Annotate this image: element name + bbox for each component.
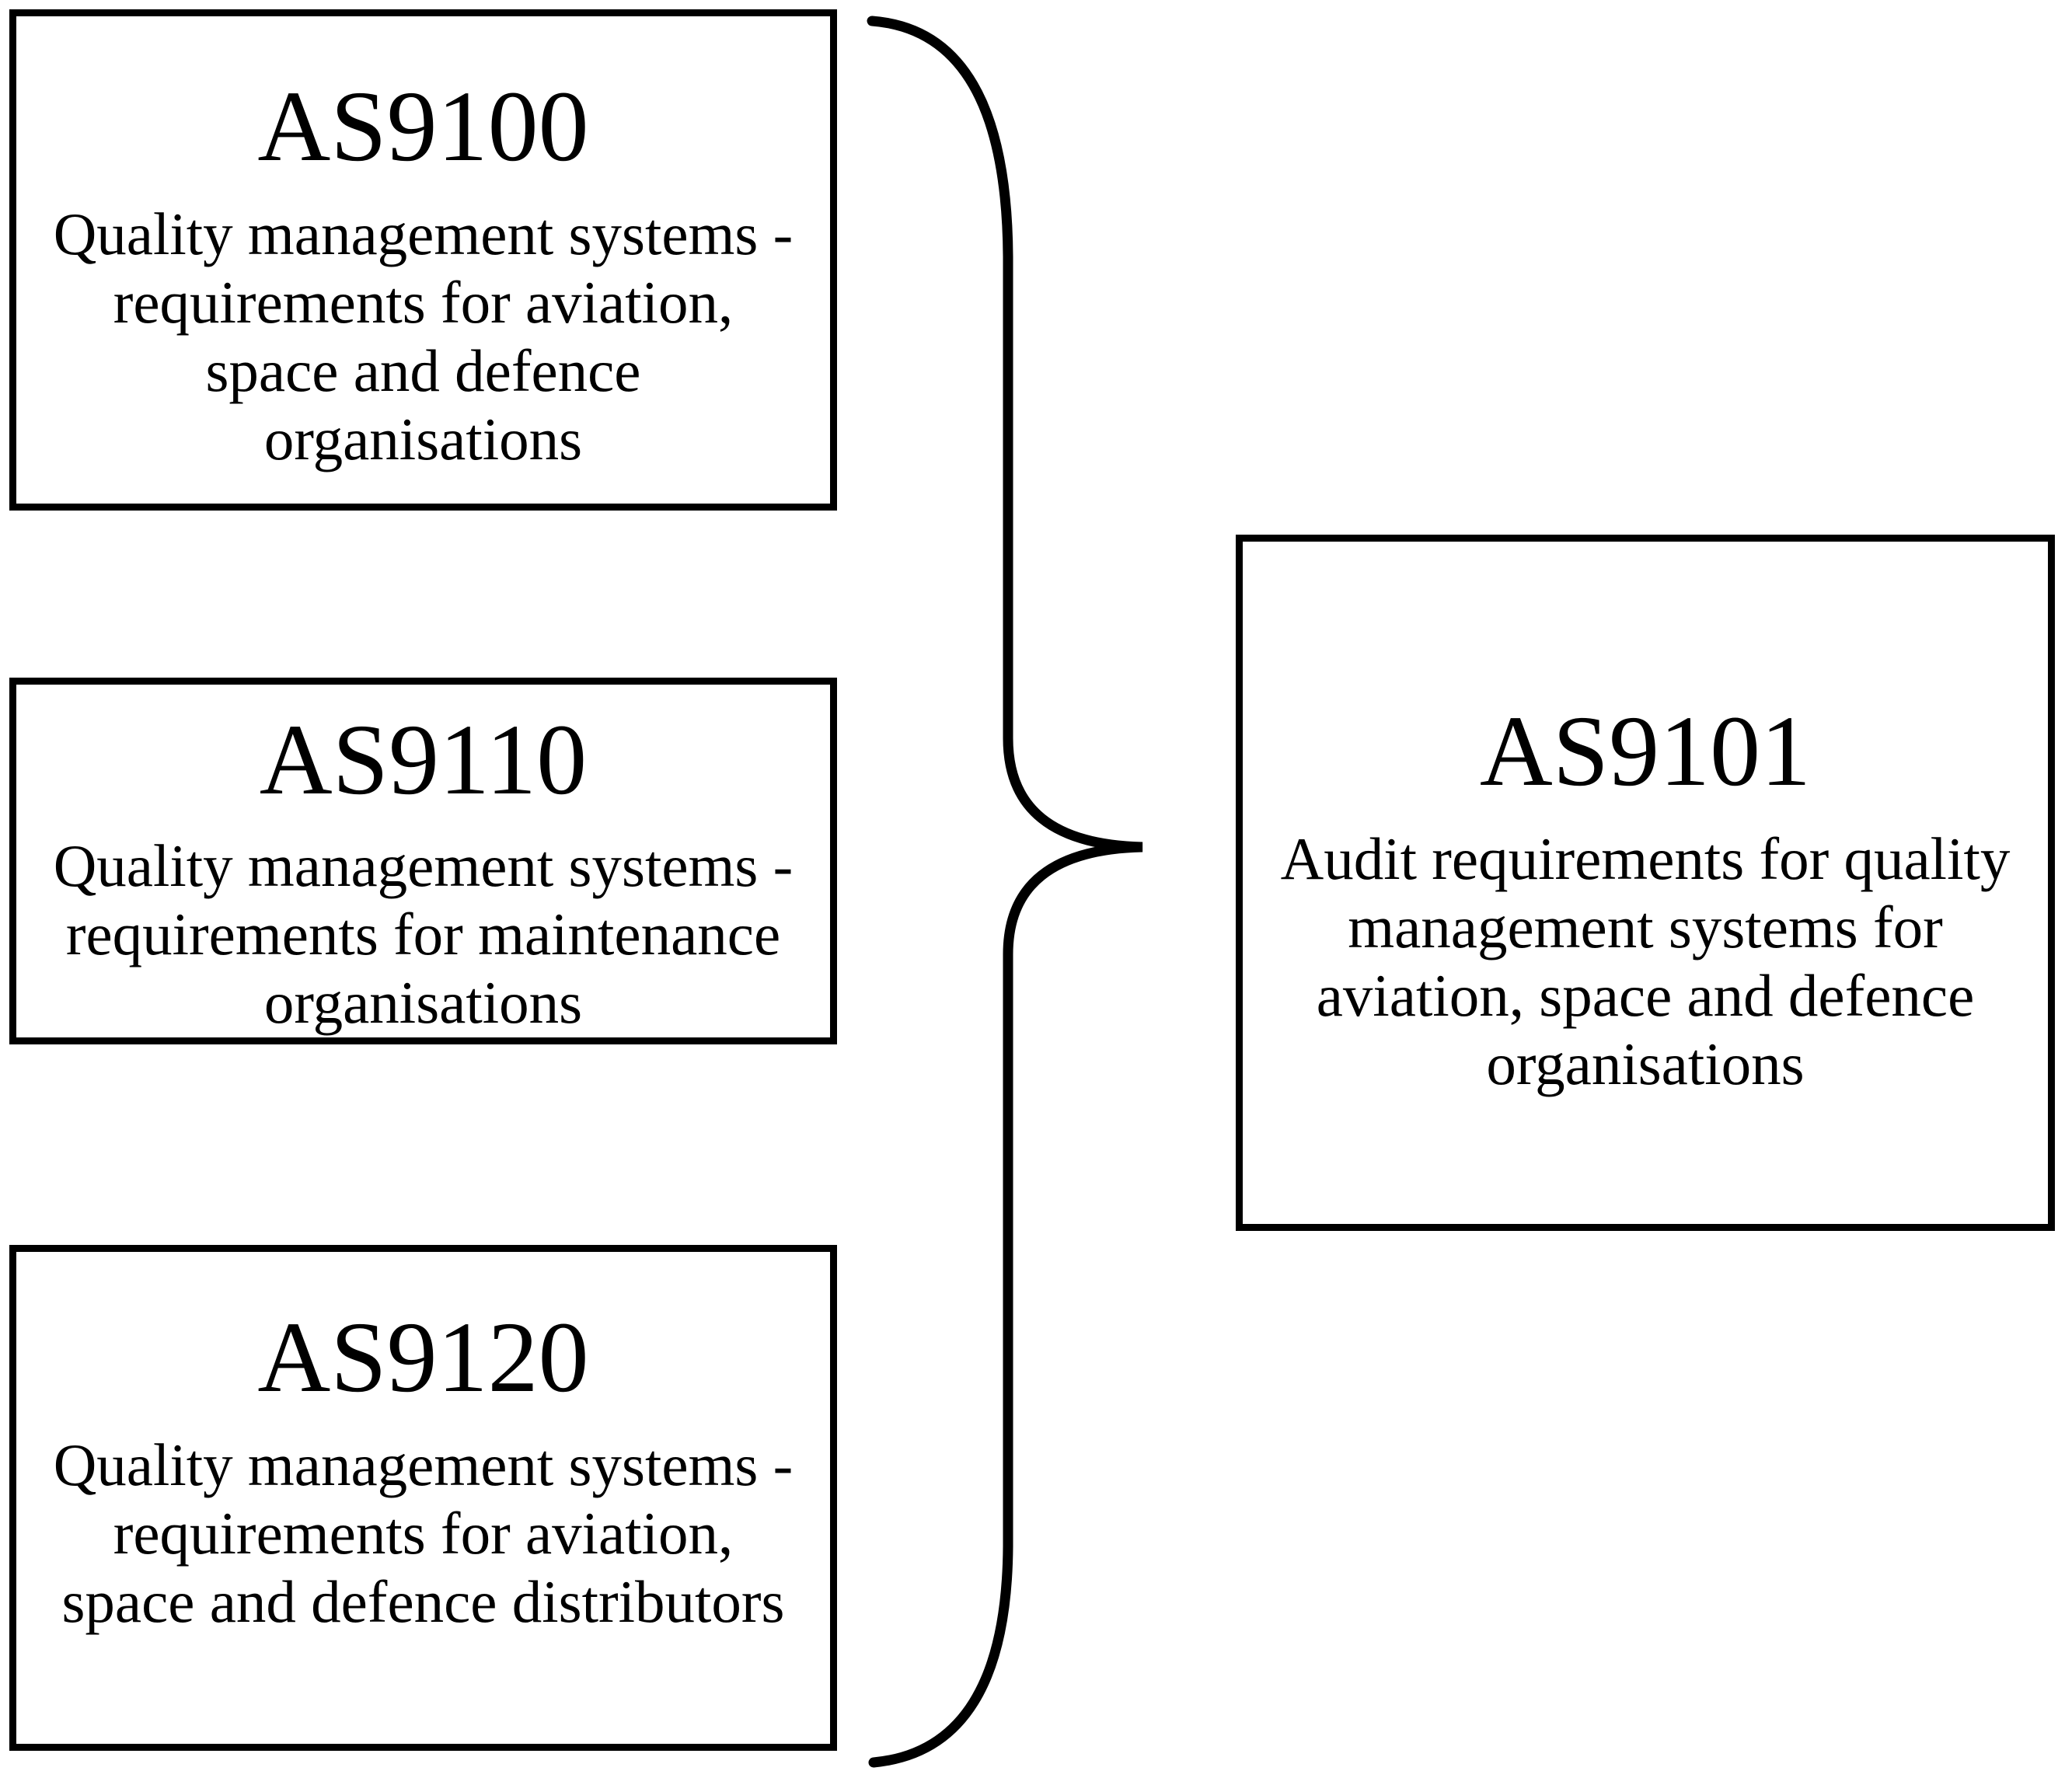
description-line: Audit requirements for quality	[1280, 825, 2011, 892]
description-line: aviation, space and defence	[1316, 962, 1975, 1029]
description-line: Quality management systems -	[53, 200, 794, 267]
box-as9101-description: Audit requirements for quality managemen…	[1281, 825, 2011, 1098]
description-line: organisations	[263, 969, 583, 1036]
box-as9110-title: AS9110	[259, 704, 588, 816]
box-as9120: AS9120 Quality management systems - requ…	[9, 1245, 837, 1751]
description-line: requirements for maintenance	[65, 901, 781, 967]
box-as9100-title: AS9100	[257, 71, 589, 183]
box-as9100: AS9100 Quality management systems - requ…	[9, 9, 837, 511]
box-as9100-description: Quality management systems - requirement…	[54, 200, 794, 473]
description-line: space and defence	[205, 337, 641, 404]
right-brace-path	[867, 16, 1143, 1768]
box-as9101-title: AS9101	[1479, 696, 1812, 807]
description-line: Quality management systems -	[53, 1431, 794, 1498]
description-line: management systems for	[1348, 894, 1943, 960]
description-line: Quality management systems -	[53, 832, 794, 899]
box-as9101: AS9101 Audit requirements for quality ma…	[1236, 535, 2055, 1231]
box-as9110-description: Quality management systems - requirement…	[54, 831, 794, 1037]
description-line: organisations	[1486, 1030, 1805, 1097]
box-as9120-title: AS9120	[257, 1302, 589, 1414]
box-as9120-description: Quality management systems - requirement…	[54, 1431, 794, 1636]
description-line: organisations	[263, 406, 583, 472]
description-line: space and defence distributors	[61, 1568, 785, 1635]
description-line: requirements for aviation,	[113, 269, 734, 336]
description-line: requirements for aviation,	[113, 1500, 734, 1567]
box-as9110: AS9110 Quality management systems - requ…	[9, 678, 837, 1044]
